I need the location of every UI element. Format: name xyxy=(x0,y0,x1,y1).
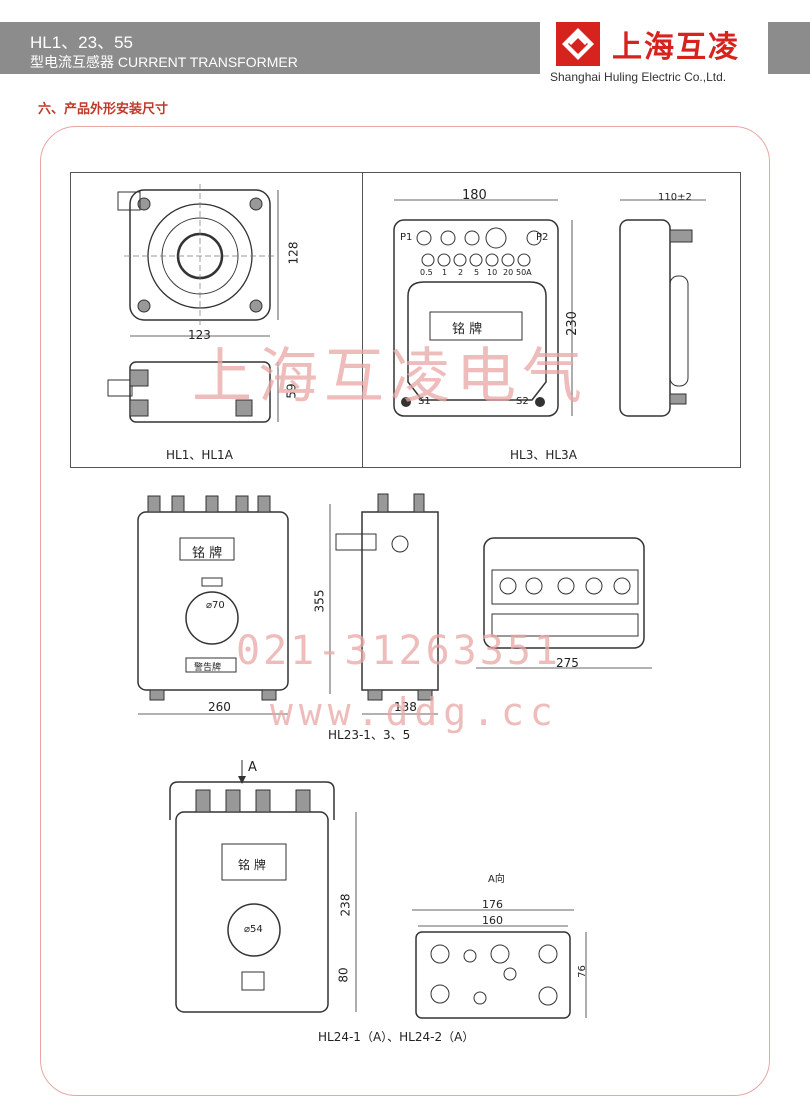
logo-chinese-name: 上海互凌 xyxy=(612,30,740,65)
header-title: HL1、23、55 xyxy=(30,33,134,52)
hl3-range-5: 20 xyxy=(503,268,514,277)
page-header: HL1、23、55 型电流互感器 CURRENT TRANSFORMER 上海互… xyxy=(0,0,810,90)
logo-mark-icon xyxy=(556,22,600,66)
hl3-drawing xyxy=(393,199,706,417)
hl24-view-label: A向 xyxy=(488,874,505,885)
hl23-caption: HL23-1、3、5 xyxy=(328,728,411,742)
hl24-diameter: ⌀54 xyxy=(244,924,263,935)
logo-english-name: Shanghai Huling Electric Co.,Ltd. xyxy=(550,70,727,84)
hl3-range-2: 2 xyxy=(458,268,464,277)
hl24-plate: 铭 牌 xyxy=(238,858,266,872)
watermark-company: 上海互凌电气 xyxy=(192,342,588,412)
top-panel-border xyxy=(70,172,740,468)
hl24-dim-side: 76 xyxy=(576,965,588,978)
hl3-s2-label: S2 xyxy=(516,396,529,407)
hl1-dim-height: 128 xyxy=(286,241,301,265)
hl3-caption: HL3、HL3A xyxy=(510,448,577,462)
hl3-p2-label: P2 xyxy=(536,232,549,243)
watermark-url: www.ddg.cc xyxy=(270,690,559,734)
hl23-drawing xyxy=(137,493,652,715)
hl3-range-4: 10 xyxy=(487,268,498,277)
hl3-range-0: 0.5 xyxy=(420,268,433,277)
hl24-drawing xyxy=(169,760,587,1019)
hl1-dim-width: 123 xyxy=(188,328,211,342)
hl24-dim-outer: 176 xyxy=(482,898,503,911)
hl23-dim-height: 355 xyxy=(312,589,327,613)
hl23-dim-top: 275 xyxy=(556,656,579,670)
watermark-phone: 021-31263351 xyxy=(236,628,561,674)
hl23-warning: 警告牌 xyxy=(194,663,222,673)
hl3-s1-label: S1 xyxy=(418,396,431,407)
hl1-caption: HL1、HL1A xyxy=(166,448,233,462)
hl3-range-3: 5 xyxy=(474,268,480,277)
company-logo: 上海互凌 Shanghai Huling Electric Co.,Ltd. xyxy=(540,12,768,90)
section-title: 六、产品外形安装尺寸 xyxy=(38,102,169,117)
hl24-caption: HL24-1（A）、HL24-2（A） xyxy=(318,1030,475,1044)
hl24-dim-height: 238 xyxy=(338,893,353,917)
hl23-plate: 铭 牌 xyxy=(192,546,223,561)
hl1-drawing xyxy=(107,184,279,423)
hl3-p1-label: P1 xyxy=(400,232,413,243)
top-panel-divider xyxy=(362,172,363,468)
hl3-range-6: 50A xyxy=(516,268,532,277)
hl23-diameter: ⌀70 xyxy=(206,600,225,611)
hl3-plate: 铭 牌 xyxy=(452,322,483,337)
hl23-dim-depth: 138 xyxy=(394,700,417,714)
hl3-dim-side: 110±2 xyxy=(658,192,692,203)
hl3-range-1: 1 xyxy=(442,268,448,277)
header-subtitle: 型电流互感器 CURRENT TRANSFORMER xyxy=(30,54,298,70)
drawing-frame xyxy=(40,126,770,1096)
hl23-dim-width: 260 xyxy=(208,700,231,714)
hl24-dim-inner: 160 xyxy=(482,914,503,927)
hl24-arrow-label: A xyxy=(248,760,257,775)
top-panel-left-edge xyxy=(70,172,71,468)
top-panel-right-edge xyxy=(740,172,741,468)
hl3-dim-width: 180 xyxy=(462,188,487,203)
hl24-dim-lower: 80 xyxy=(336,967,351,983)
